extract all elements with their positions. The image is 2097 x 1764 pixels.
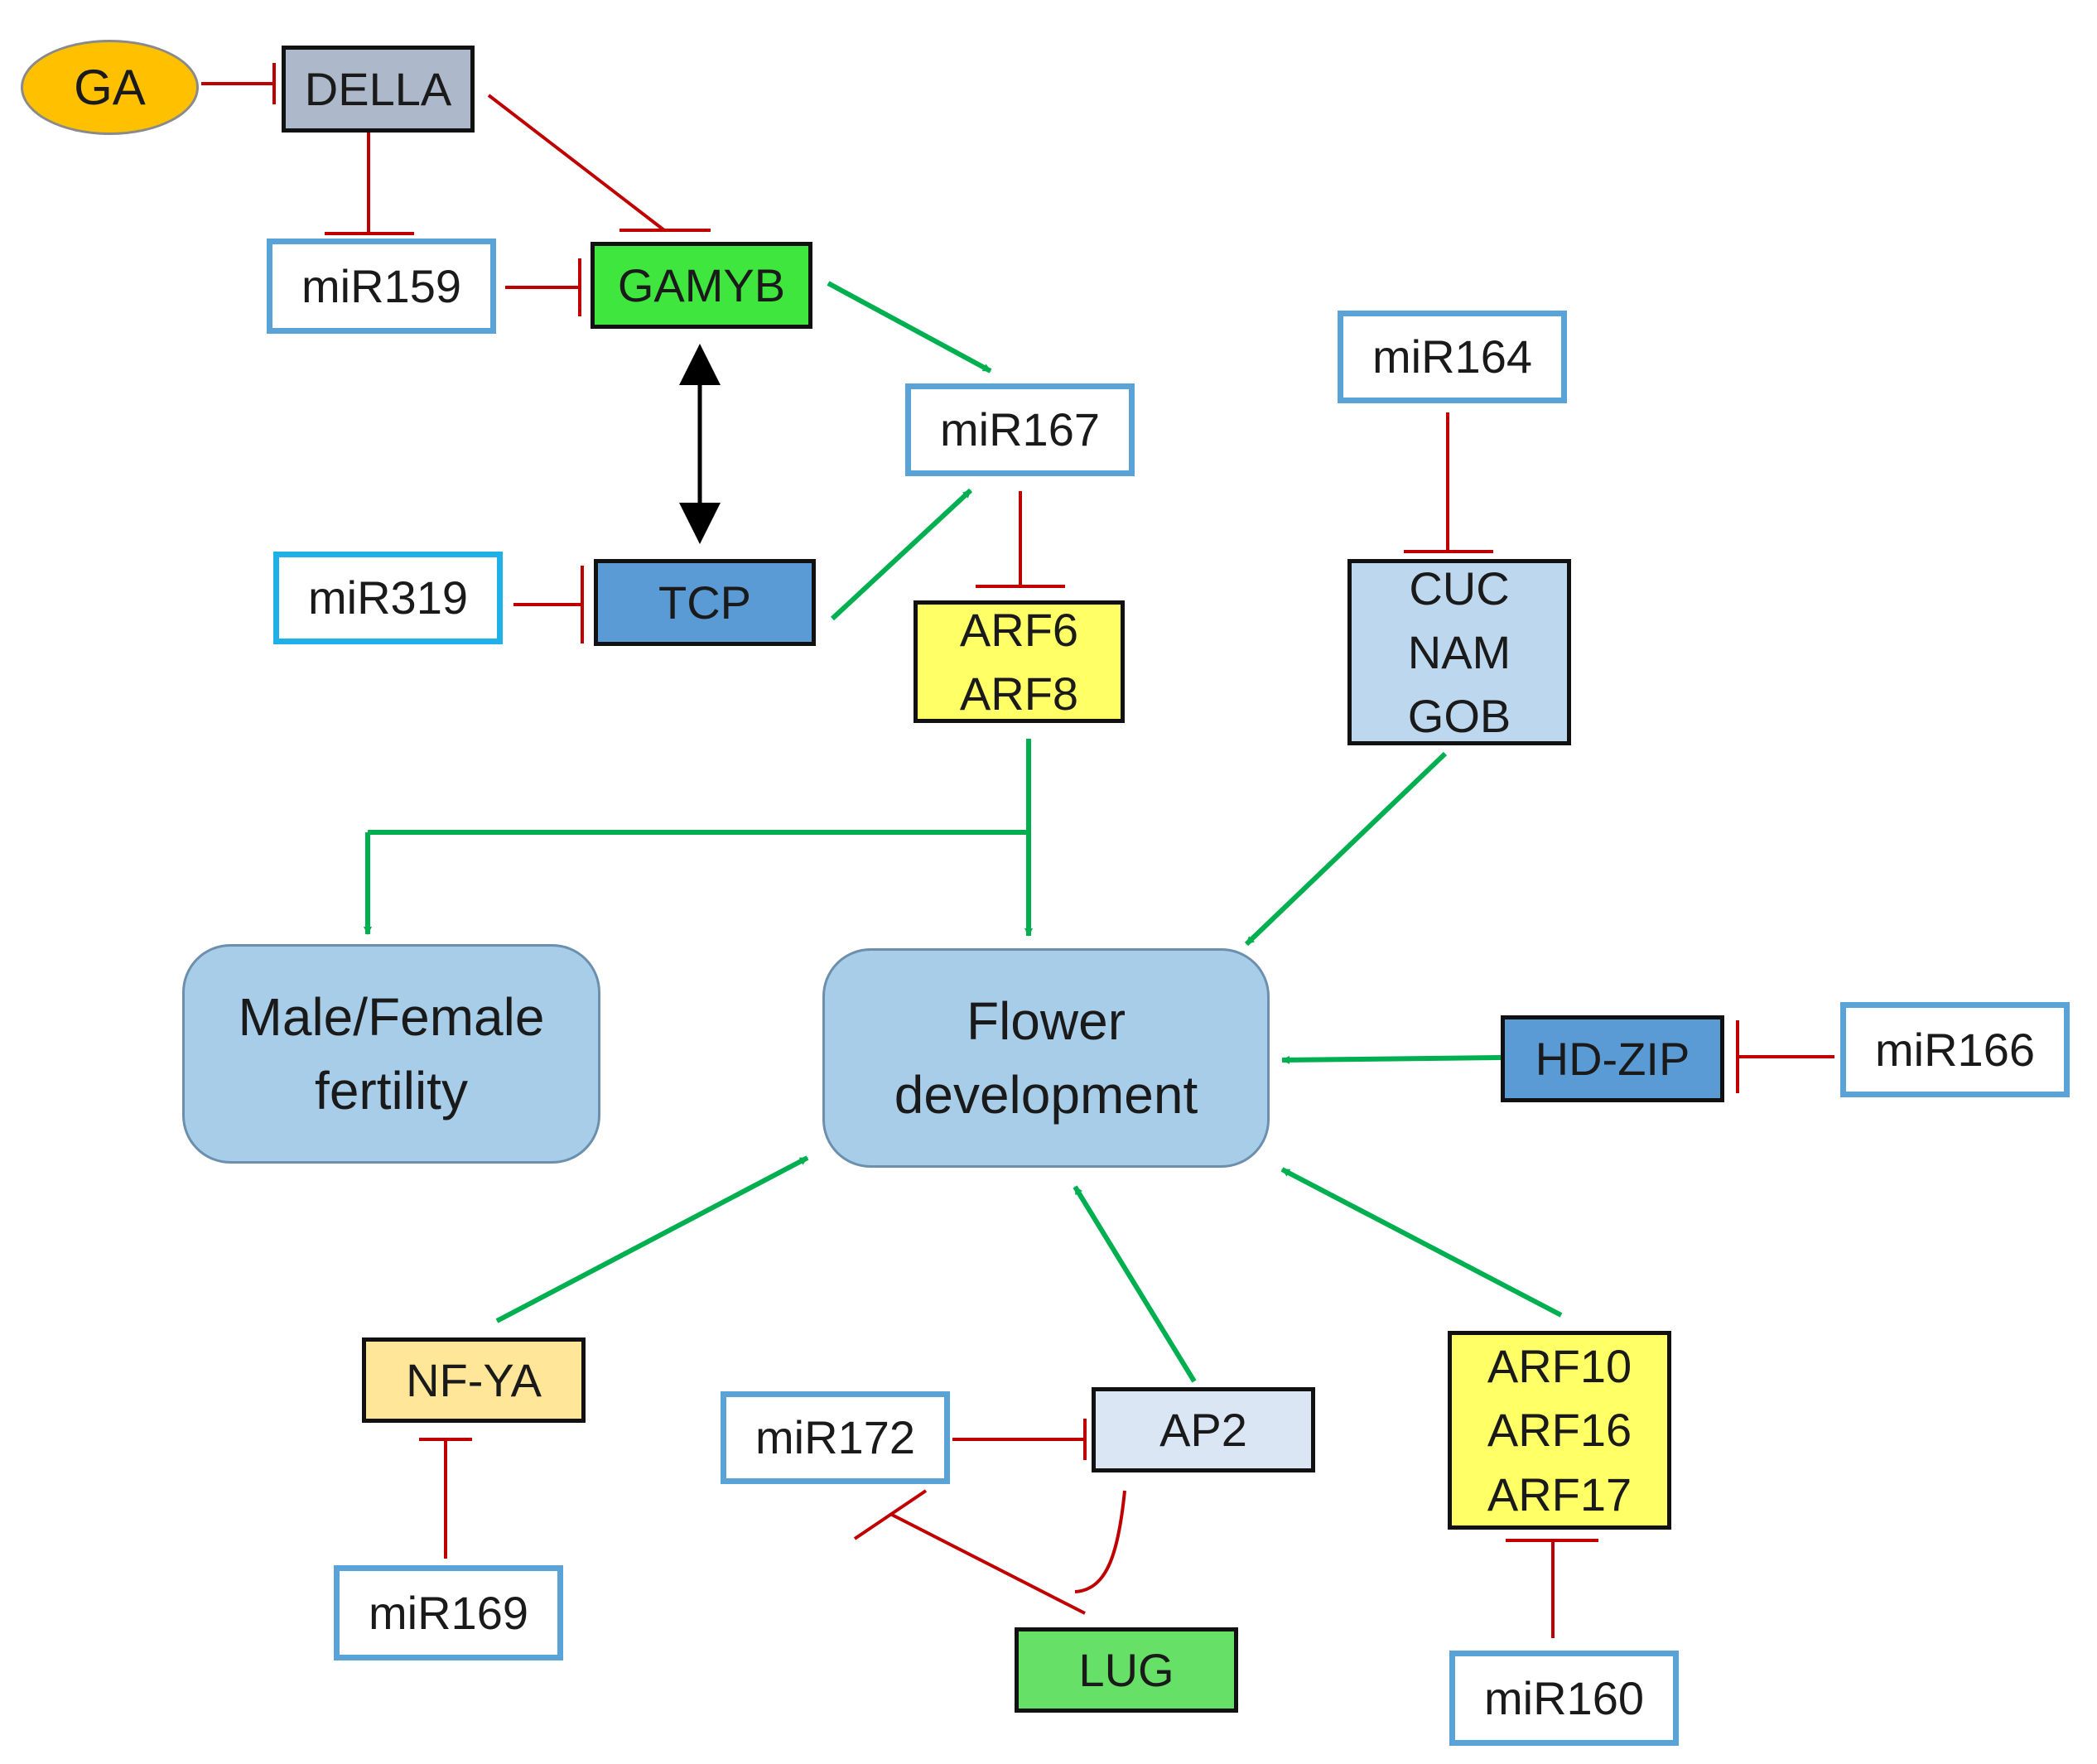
- node-ARF17-label: ARF17: [1487, 1468, 1632, 1521]
- node-miR166: miR166: [1840, 1002, 2070, 1097]
- node-HD-ZIP-label: HD-ZIP: [1535, 1032, 1690, 1085]
- node-TCP: TCP: [594, 559, 816, 646]
- node-miR172: miR172: [721, 1391, 950, 1484]
- flower-line-2: development: [894, 1064, 1198, 1125]
- node-miR319-label: miR319: [308, 571, 468, 624]
- flower-line-1: Flower: [966, 991, 1126, 1052]
- node-miR319: miR319: [273, 552, 503, 644]
- node-male-female-fertility: Male/Female fertility: [182, 944, 600, 1164]
- node-miR166-label: miR166: [1875, 1023, 2035, 1076]
- node-miR169: miR169: [334, 1565, 563, 1660]
- edge-gamyb-to-mir167: [827, 281, 992, 374]
- node-ARF16-label: ARF16: [1487, 1404, 1632, 1457]
- edge-lug-inhibits-mir172: [889, 1512, 1086, 1615]
- node-miR159-label: miR159: [301, 259, 461, 312]
- fertility-line-2: fertility: [315, 1060, 468, 1121]
- edge-ap2-inhibits-lug: [1074, 1490, 1126, 1593]
- node-GA: GA: [21, 40, 199, 135]
- node-miR167-label: miR167: [940, 403, 1100, 456]
- node-AP2: AP2: [1092, 1387, 1315, 1472]
- node-flower-development: Flower development: [822, 948, 1270, 1168]
- node-miR172-label: miR172: [755, 1411, 915, 1464]
- edge-tcp-to-mir167: [830, 488, 973, 621]
- node-miR169-label: miR169: [369, 1586, 528, 1639]
- node-ARF10-label: ARF10: [1487, 1340, 1632, 1393]
- edge-arf10-to-flower: [1280, 1167, 1563, 1318]
- edge-cuc-to-flower: [1244, 751, 1448, 947]
- fertility-line-1: Male/Female: [238, 987, 545, 1048]
- edge-hdzip-to-flower: [1281, 1055, 1502, 1064]
- node-LUG: LUG: [1015, 1627, 1238, 1713]
- node-miR160-label: miR160: [1484, 1671, 1644, 1724]
- node-miR160: miR160: [1449, 1651, 1679, 1746]
- node-DELLA-label: DELLA: [304, 62, 452, 115]
- node-GA-label: GA: [74, 59, 146, 115]
- node-CUC-NAM-GOB: CUC NAM GOB: [1347, 559, 1571, 745]
- node-miR164-label: miR164: [1372, 330, 1532, 383]
- node-miR167: miR167: [905, 383, 1135, 476]
- node-ARF10-ARF16-ARF17: ARF10 ARF16 ARF17: [1448, 1331, 1671, 1530]
- node-LUG-label: LUG: [1078, 1643, 1174, 1696]
- node-GOB-label: GOB: [1407, 690, 1511, 743]
- node-GAMYB-label: GAMYB: [617, 258, 786, 311]
- node-NAM-label: NAM: [1407, 625, 1511, 678]
- node-AP2-label: AP2: [1159, 1403, 1247, 1456]
- node-ARF6-label: ARF6: [959, 603, 1079, 656]
- node-NF-YA: NF-YA: [362, 1337, 586, 1423]
- node-DELLA: DELLA: [282, 46, 475, 133]
- edge-della-inhibits-gamyb: [487, 94, 666, 232]
- node-miR164: miR164: [1338, 311, 1567, 403]
- edge-nfya-to-flower: [495, 1155, 809, 1323]
- node-NF-YA-label: NF-YA: [406, 1353, 542, 1406]
- node-HD-ZIP: HD-ZIP: [1501, 1015, 1724, 1102]
- node-TCP-label: TCP: [658, 576, 751, 629]
- node-ARF6-ARF8: ARF6 ARF8: [914, 600, 1125, 723]
- node-GAMYB: GAMYB: [591, 242, 812, 329]
- edge-lug-inhibits-mir172-bar: [853, 1489, 928, 1540]
- node-ARF8-label: ARF8: [959, 668, 1079, 720]
- node-miR159: miR159: [267, 239, 496, 334]
- node-CUC-label: CUC: [1409, 561, 1510, 615]
- edge-ap2-to-flower: [1073, 1185, 1197, 1383]
